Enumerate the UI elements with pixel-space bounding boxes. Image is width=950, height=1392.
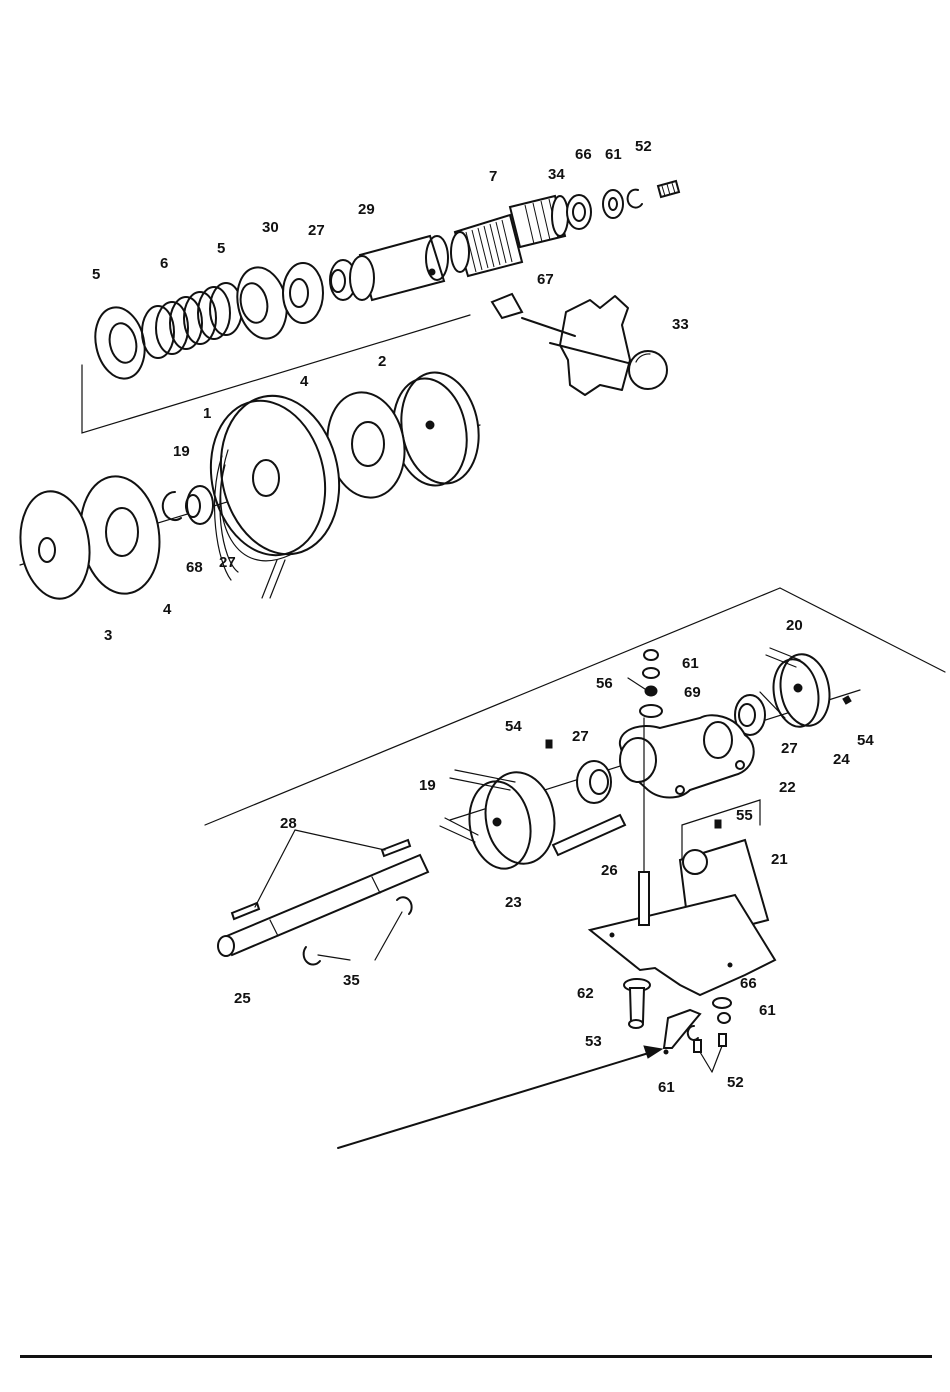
part-29-sleeve xyxy=(350,236,448,300)
label-19-top: 19 xyxy=(173,443,190,460)
part-52-screw-top xyxy=(658,181,679,197)
part-26-shaft xyxy=(553,815,625,855)
label-27-right: 27 xyxy=(781,740,798,757)
label-33: 33 xyxy=(672,316,689,333)
label-66-top: 66 xyxy=(575,146,592,163)
label-3: 3 xyxy=(104,627,112,644)
label-27-middle: 27 xyxy=(572,728,589,745)
label-35: 35 xyxy=(343,972,360,989)
label-7: 7 xyxy=(489,168,497,185)
label-67: 67 xyxy=(537,271,554,288)
label-61-bottom-right: 61 xyxy=(759,1002,776,1019)
part-68-clip xyxy=(163,492,181,520)
label-66-bottom: 66 xyxy=(740,975,757,992)
label-68: 68 xyxy=(186,559,203,576)
part-61-clip-bottom-left xyxy=(688,1026,698,1040)
label-55: 55 xyxy=(736,807,753,824)
part-54-setscrew-right xyxy=(843,696,851,704)
label-19-bottom: 19 xyxy=(419,777,436,794)
label-56: 56 xyxy=(596,675,613,692)
part-55-setscrew xyxy=(715,820,721,828)
label-54-left: 54 xyxy=(505,718,522,735)
label-4-left: 4 xyxy=(163,601,172,618)
part-33-knob xyxy=(629,351,667,389)
label-6: 6 xyxy=(160,255,168,272)
label-29: 29 xyxy=(358,201,375,218)
label-30: 30 xyxy=(262,219,279,236)
label-26: 26 xyxy=(601,862,618,879)
label-22: 22 xyxy=(779,779,796,796)
label-4-right: 4 xyxy=(300,373,309,390)
label-61-bottom-left: 61 xyxy=(658,1079,675,1096)
part-62-bushing xyxy=(624,979,650,1022)
label-27-top: 27 xyxy=(308,222,325,239)
label-28: 28 xyxy=(280,815,297,832)
label-1: 1 xyxy=(203,405,211,422)
label-23: 23 xyxy=(505,894,522,911)
label-61-top: 61 xyxy=(605,146,622,163)
label-53: 53 xyxy=(585,1033,602,1050)
part-5-cup-left xyxy=(89,303,151,383)
label-52-bottom: 52 xyxy=(727,1074,744,1091)
top-assembly xyxy=(14,181,679,603)
part-22-bearing-housing xyxy=(620,715,754,797)
part-30-washer xyxy=(283,263,323,323)
label-54-right: 54 xyxy=(857,732,874,749)
part-23-pulley xyxy=(463,767,562,874)
label-2: 2 xyxy=(378,353,386,370)
label-20: 20 xyxy=(786,617,803,634)
label-62: 62 xyxy=(577,985,594,1002)
label-52-top: 52 xyxy=(635,138,652,155)
label-27-lower: 27 xyxy=(219,554,236,571)
pointer-arrow xyxy=(338,1046,662,1148)
part-6-spring xyxy=(142,283,242,358)
part-27-bearing-lower xyxy=(186,486,213,524)
label-24: 24 xyxy=(833,751,850,768)
bottom-assembly xyxy=(205,588,945,1148)
knob-plate xyxy=(560,296,630,395)
label-61-hw: 61 xyxy=(682,655,699,672)
label-21: 21 xyxy=(771,851,788,868)
part-7-threaded-shaft xyxy=(451,196,568,276)
label-5-right: 5 xyxy=(217,240,225,257)
part-56-nut-stack xyxy=(640,650,662,717)
part-53-washer xyxy=(629,1020,643,1028)
footer-rule xyxy=(20,1355,932,1358)
label-25: 25 xyxy=(234,990,251,1007)
part-34-bushing xyxy=(567,195,591,229)
part-52-screw-bottom-b xyxy=(719,1034,726,1046)
part-54-setscrew-left xyxy=(546,740,552,748)
label-34: 34 xyxy=(548,166,565,183)
part-1-large-pulley xyxy=(197,385,353,566)
part-52-screw-bottom-a xyxy=(694,1040,701,1052)
part-61-clip-bottom-right xyxy=(718,1013,730,1023)
part-61-clip-top xyxy=(628,190,642,208)
part-66-washer-bottom xyxy=(713,998,731,1008)
label-69: 69 xyxy=(684,684,701,701)
part-66-washer-top xyxy=(603,190,623,218)
part-27-bearing-middle xyxy=(577,761,611,803)
part-24-pulley xyxy=(768,650,834,730)
label-5-left: 5 xyxy=(92,266,100,283)
